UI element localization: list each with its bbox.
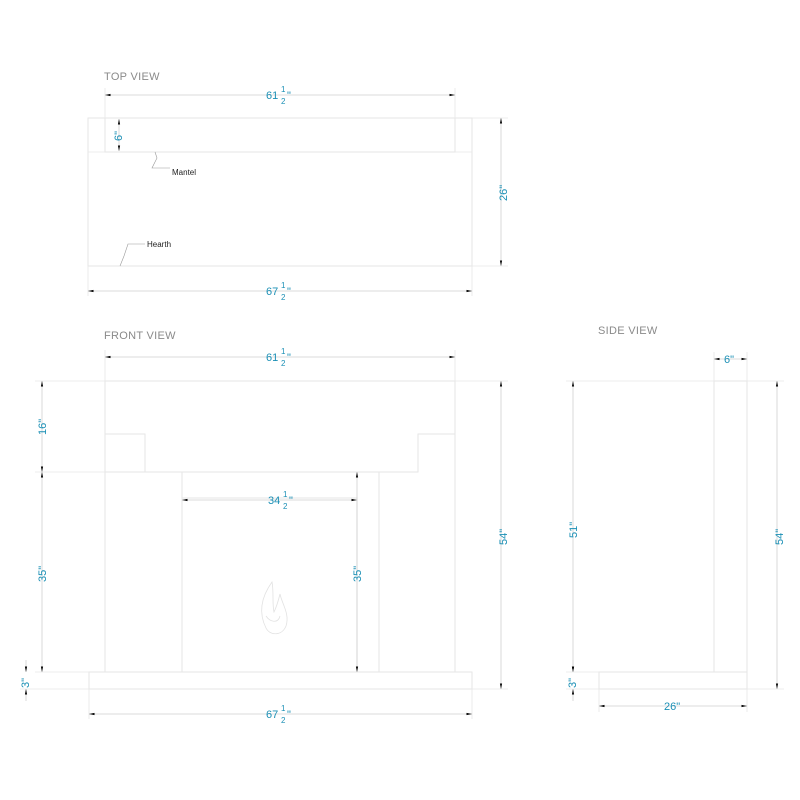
svg-text:1: 1 — [281, 704, 286, 713]
front-hearth-outline — [88, 671, 473, 690]
side-mantel-outline — [713, 380, 748, 673]
front-surround-outline — [104, 380, 456, 673]
top-view-title: TOP VIEW — [104, 71, 160, 83]
front-hearth-height-label: 3" — [20, 678, 32, 688]
hearth-note: Hearth — [147, 240, 171, 249]
mantel-note: Mantel — [172, 168, 196, 177]
top-bottom-width-dim-label: 67 1 2 " — [266, 281, 291, 302]
svg-text:": " — [287, 352, 291, 364]
front-leg-height-label: 35" — [37, 566, 49, 582]
mantel-leader — [151, 151, 170, 169]
svg-text:61: 61 — [266, 352, 278, 364]
hearth-leader — [119, 243, 145, 267]
svg-text:": " — [287, 286, 291, 298]
svg-text:61: 61 — [266, 90, 278, 102]
side-body-height-label: 51" — [568, 522, 580, 538]
side-hearth-height-label: 3" — [567, 678, 579, 688]
side-hearth-depth-label: 26" — [664, 701, 680, 713]
top-mantel-depth-label: 6" — [113, 131, 125, 141]
svg-text:": " — [289, 495, 293, 507]
side-total-height-label: 54" — [774, 529, 786, 545]
svg-text:2: 2 — [281, 359, 286, 368]
top-mantel-outline — [104, 117, 456, 153]
top-view: TOP VIEW 61 1 2 " 6" 26" 67 1 2 — [87, 71, 510, 302]
top-depth-label: 26" — [498, 185, 510, 201]
svg-text:": " — [287, 709, 291, 721]
svg-text:2: 2 — [281, 97, 286, 106]
front-total-height-label: 54" — [498, 529, 510, 545]
top-hearth-outline — [87, 117, 473, 267]
svg-text:2: 2 — [281, 293, 286, 302]
front-width-dim-label: 61 1 2 " — [266, 347, 291, 368]
svg-text:67: 67 — [266, 286, 278, 298]
front-mantel-step — [105, 433, 455, 473]
flame-icon — [261, 581, 288, 635]
front-opening-width-dim-label: 34 1 2 " — [268, 490, 293, 511]
side-view: SIDE VIEW 6" 51" 3" 54" 26" — [566, 325, 786, 713]
front-view: FRONT VIEW 61 1 2 " 34 1 2 " — [20, 330, 510, 725]
top-width-dim-label: 61 1 2 " — [266, 85, 291, 106]
svg-text:34: 34 — [268, 495, 280, 507]
svg-text:1: 1 — [281, 347, 286, 356]
svg-text:1: 1 — [283, 490, 288, 499]
front-bottom-width-dim-label: 67 1 2 " — [266, 704, 291, 725]
svg-text:1: 1 — [281, 281, 286, 290]
front-view-title: FRONT VIEW — [104, 330, 176, 342]
svg-text:": " — [287, 90, 291, 102]
front-mantel-height-label: 16" — [37, 419, 49, 435]
svg-text:2: 2 — [283, 502, 288, 511]
side-hearth-outline — [598, 671, 748, 690]
svg-text:1: 1 — [281, 85, 286, 94]
svg-text:67: 67 — [266, 709, 278, 721]
front-opening-height-label: 35" — [352, 566, 364, 582]
side-mantel-depth-label: 6" — [724, 354, 734, 366]
svg-text:2: 2 — [281, 716, 286, 725]
side-view-title: SIDE VIEW — [598, 325, 658, 337]
